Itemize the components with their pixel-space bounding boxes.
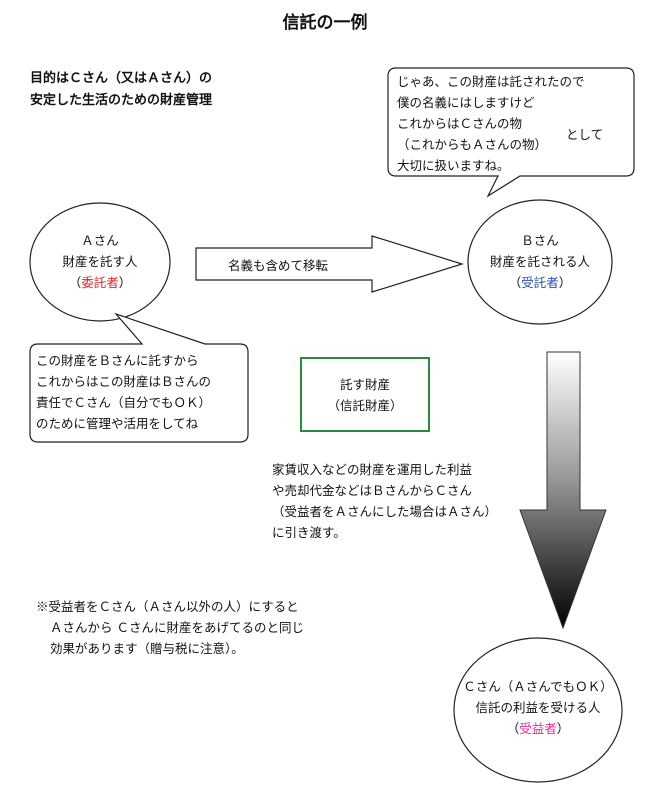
speech-bubble-b — [387, 67, 635, 198]
profit-note-line-1: 家賃収入などの財産を運用した利益 — [272, 462, 473, 477]
purpose-line-1: 目的はＣさん（又はＡさん）の — [30, 71, 213, 86]
person-b-role-text: 受託者 — [521, 275, 559, 290]
person-a-role-text: 委託者 — [81, 275, 119, 290]
down-arrow — [519, 351, 607, 630]
footnote-line-1: ※受益者をＣさん（Ａさん以外の人）にすると — [36, 599, 299, 614]
bubble-a-text: この財産をＢさんに託すから これからはこの財産はＢさんの 責任でＣさん（自分でも… — [36, 350, 211, 434]
trust-property-label: 託す財産 （信託財産） — [300, 374, 430, 416]
person-a-role: （委託者） — [68, 275, 132, 290]
person-c-desc: 信託の利益を受ける人 — [475, 700, 601, 715]
person-b-circle — [467, 199, 613, 325]
profit-note-line-2: や売却代金などはＢさんからＣさん — [272, 483, 473, 498]
bubble-a-line-3: 責任でＣさん（自分でもＯＫ） — [36, 395, 212, 410]
person-c-circle — [453, 637, 623, 783]
speech-bubble-a — [29, 312, 249, 443]
profit-note-line-3: （受益者をＡさんにした場合はＡさん） — [272, 504, 498, 519]
person-c-label: Ｃさん（ＡさんでもＯＫ） 信託の利益を受ける人 （受益者） — [454, 676, 622, 739]
bubble-b-line-1: じゃあ、この財産は託されたので — [397, 74, 585, 89]
person-b-name: Ｂさん — [521, 233, 559, 248]
person-b-role: （受託者） — [508, 275, 572, 290]
person-a-circle — [29, 202, 171, 322]
bubble-a-line-1: この財産をＢさんに託すから — [36, 353, 199, 368]
person-a-label: Ａさん 財産を託す人 （委託者） — [30, 230, 170, 293]
footnote: ※受益者をＣさん（Ａさん以外の人）にすると Ａさんから Ｃさんに財産をあげてるの… — [36, 596, 304, 659]
bubble-b-line-3: これからはＣさんの物 — [397, 116, 523, 131]
trust-property-line-1: 託す財産 — [339, 377, 390, 392]
bubble-a-line-2: これからはこの財産はＢさんの — [36, 374, 212, 389]
profit-note: 家賃収入などの財産を運用した利益 や売却代金などはＢさんからＣさん （受益者をＡ… — [272, 459, 497, 543]
trust-property-line-2: （信託財産） — [327, 398, 403, 413]
page-title: 信託の一例 — [282, 13, 368, 33]
person-a-name: Ａさん — [81, 233, 119, 248]
bubble-b-side-text: として — [566, 127, 604, 142]
bubble-b-text: じゃあ、この財産は託されたので 僕の名義にはしますけど これからはＣさんの物 （… — [397, 71, 585, 176]
person-a-desc: 財産を託す人 — [62, 254, 138, 269]
transfer-arrow — [195, 235, 465, 293]
footnote-line-2: Ａさんから Ｃさんに財産をあげてるのと同じ — [50, 620, 304, 635]
bubble-a-line-4: のために管理や活用をしてね — [36, 416, 199, 431]
footnote-line-3: 効果があります（贈与税に注意）。 — [50, 641, 244, 656]
bubble-b-line-4: （これからもＡさんの物） — [397, 137, 548, 152]
trust-property-box — [300, 357, 430, 432]
purpose-text: 目的はＣさん（又はＡさん）の 安定した生活のための財産管理 — [30, 68, 212, 112]
purpose-line-2: 安定した生活のための財産管理 — [30, 93, 213, 108]
bubble-b-line-5: 大切に扱いますね。 — [397, 158, 510, 173]
person-b-desc: 財産を託される人 — [489, 254, 590, 269]
profit-note-line-4: に引き渡す。 — [272, 525, 346, 540]
transfer-arrow-label: 名義も含めて移転 — [228, 258, 329, 273]
person-c-name: Ｃさん（ＡさんでもＯＫ） — [463, 679, 613, 694]
person-b-label: Ｂさん 財産を託される人 （受託者） — [468, 230, 612, 293]
bubble-b-line-2: 僕の名義にはしますけど — [397, 95, 535, 110]
person-c-role-text: 受益者 — [519, 721, 557, 736]
person-c-role: （受益者） — [506, 721, 570, 736]
